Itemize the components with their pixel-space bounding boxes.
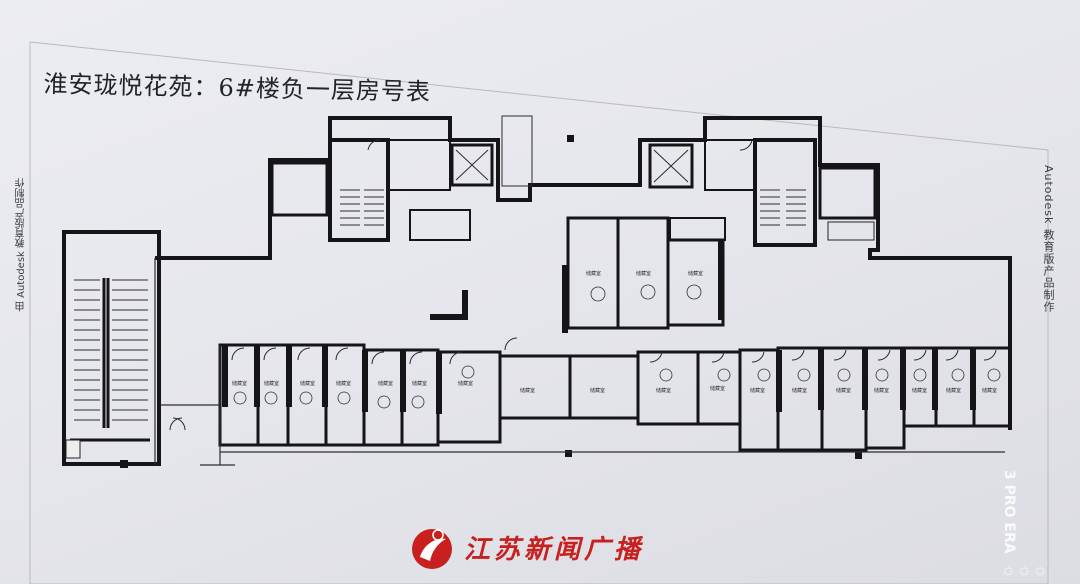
svg-text:储藏室: 储藏室 [336,380,351,387]
center-top-labels: 储藏室 储藏室 储藏室 [586,270,703,302]
core-room-left [270,161,329,217]
svg-text:储藏室: 储藏室 [412,380,427,387]
svg-text:储藏室: 储藏室 [710,385,725,392]
core-room-right [818,166,877,220]
elevator-right-cross [653,149,689,183]
svg-text:储藏室: 储藏室 [750,387,765,394]
elevator-right [648,143,694,189]
outer-thin-lines [154,258,1005,466]
svg-text:储藏室: 储藏室 [912,387,927,394]
autodesk-watermark-left: 由 Autodesk 教育版产品制作 [16,178,27,312]
svg-text:储藏室: 储藏室 [520,387,535,394]
svg-text:储藏室: 储藏室 [378,380,393,387]
core-stairs-right [760,189,806,226]
lobby-left [387,139,451,191]
svg-text:储藏室: 储藏室 [590,387,605,394]
page-dots: ○ ○ ○ [1004,566,1047,577]
bottom-units-left [218,343,640,447]
svg-text:储藏室: 储藏室 [264,380,279,387]
pillars [120,135,862,468]
paper-edge [29,41,1049,584]
svg-text:储藏室: 储藏室 [232,380,247,387]
brand-watermark: 江苏新闻广播 [408,522,644,572]
autodesk-watermark-right: Autodesk 教育版产品制作 [1042,165,1055,313]
svg-text:储藏室: 储藏室 [982,387,997,394]
door-arcs [169,139,997,431]
brand-logo-icon [412,529,452,569]
left-utility [65,439,81,459]
unit-partitions [222,240,976,414]
brand-name: 江苏新闻广播 [464,534,645,565]
svg-text:储藏室: 储藏室 [300,380,315,387]
svg-text:储藏室: 储藏室 [946,387,961,394]
stair-walls-left [70,278,150,442]
stair-ramp-left [501,115,533,187]
svg-text:储藏室: 储藏室 [836,387,851,394]
bottom-labels-left: 储藏室 储藏室 储藏室 储藏室 储藏室 储藏室 储藏室 储藏室 储藏室 [232,365,605,409]
bottom-labels-right: 储藏室 储藏室 储藏室 储藏室 储藏室 储藏室 储藏室 储藏室 储藏室 [656,368,1001,394]
svg-text:储藏室: 储藏室 [636,270,651,277]
svg-text:储藏室: 储藏室 [792,387,807,394]
stair-treads-left [74,279,148,421]
right-utility [827,221,875,241]
svg-text:储藏室: 储藏室 [656,387,671,394]
svg-text:储藏室: 储藏室 [586,270,601,277]
elevator-left-cross [455,149,489,181]
lobby-right-2 [669,217,726,241]
stair-core-right [753,138,817,247]
building-outline [155,116,1012,430]
elevator-left [450,143,494,187]
lobby-left-2 [409,209,471,241]
stair-block-left [62,230,161,466]
svg-text:储藏室: 储藏室 [688,270,703,277]
svg-text:储藏室: 储藏室 [458,380,473,387]
svg-text:储藏室: 储藏室 [874,387,889,394]
core-stairs-left [340,189,384,226]
camera-watermark: 3 PRO ERA [1001,470,1017,554]
lobby-right [704,139,756,191]
